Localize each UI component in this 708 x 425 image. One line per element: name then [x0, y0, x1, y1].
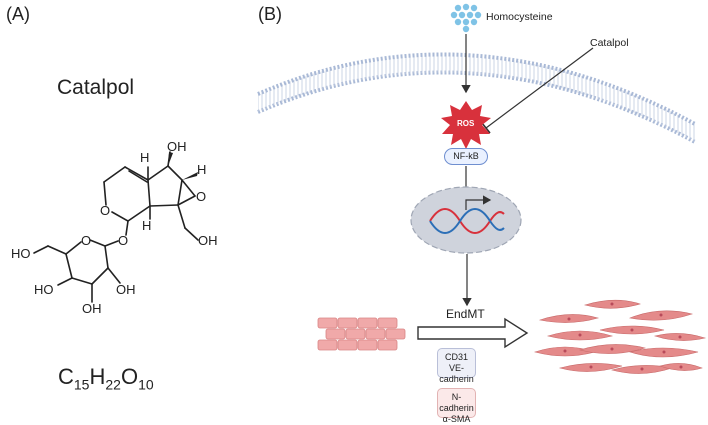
atom-o: O [118, 233, 129, 248]
bond [111, 211, 129, 222]
bond [147, 165, 169, 181]
catalpol-label: Catalpol [590, 37, 629, 49]
bond [107, 267, 121, 284]
atom-ho: HO [11, 246, 31, 261]
bond [71, 277, 93, 285]
bond [65, 253, 73, 279]
atom-h: H [142, 218, 152, 233]
bond [125, 220, 129, 236]
bond [184, 227, 199, 241]
atom-oh: OH [82, 301, 102, 316]
bond [33, 245, 49, 254]
bond [65, 241, 82, 255]
bond [147, 179, 151, 207]
ros-label: ROS [457, 119, 475, 128]
panel-b-label: (B) [258, 4, 282, 24]
homocysteine-label: Homocysteine [486, 11, 553, 23]
marker-alpha-sma: α-SMA [442, 414, 471, 424]
bond [149, 204, 179, 207]
bond [103, 181, 107, 206]
panel-a-label: (A) [6, 4, 30, 24]
bond [124, 166, 149, 181]
atom-oh: OH [116, 282, 136, 297]
atom-oh: OH [167, 139, 187, 154]
atom-ho: HO [34, 282, 54, 297]
nfkb-node: NF-kB [444, 148, 488, 165]
bond [177, 179, 183, 206]
bond [177, 195, 196, 206]
upregulated-markers: N-cadherin α-SMA [437, 388, 476, 424]
atom-oh: OH [198, 233, 218, 248]
marker-n-cadherin: N-cadherin [439, 392, 474, 413]
bond [89, 239, 106, 247]
downregulated-markers: CD31 VE-cadherin [437, 348, 476, 384]
atom-h: H [197, 162, 207, 177]
molecular-formula: C15H22O10 [58, 364, 154, 393]
wedge-bond [182, 172, 198, 180]
inhibition-bar [481, 122, 491, 134]
inhibition-line [485, 47, 594, 129]
transcription-arrow [465, 195, 492, 210]
wedge-bond [168, 152, 173, 166]
endmt-label: EndMT [446, 307, 485, 321]
homocysteine-particles [450, 3, 482, 33]
molecule-name: Catalpol [57, 76, 135, 99]
atom-o: O [196, 189, 207, 204]
bond [91, 267, 109, 285]
bond [167, 165, 183, 181]
endothelial-cells [317, 317, 406, 351]
atom-o: O [100, 203, 111, 218]
bond [103, 166, 126, 183]
marker-ve-cadherin: VE-cadherin [439, 363, 474, 384]
bond [104, 240, 119, 247]
atom-o: O [81, 233, 92, 248]
ros-burst [441, 101, 491, 149]
bond [57, 277, 73, 286]
bond [127, 205, 151, 222]
bond [181, 179, 196, 197]
cell-membrane [257, 52, 696, 144]
nucleus [410, 186, 522, 254]
atom-h: H [140, 150, 150, 165]
bond [177, 204, 186, 229]
dna-icon [429, 208, 505, 234]
bond [47, 245, 67, 255]
bond [104, 245, 109, 269]
marker-cd31: CD31 [444, 352, 468, 362]
endmt-transition-arrow [417, 317, 529, 349]
bond [128, 170, 148, 183]
